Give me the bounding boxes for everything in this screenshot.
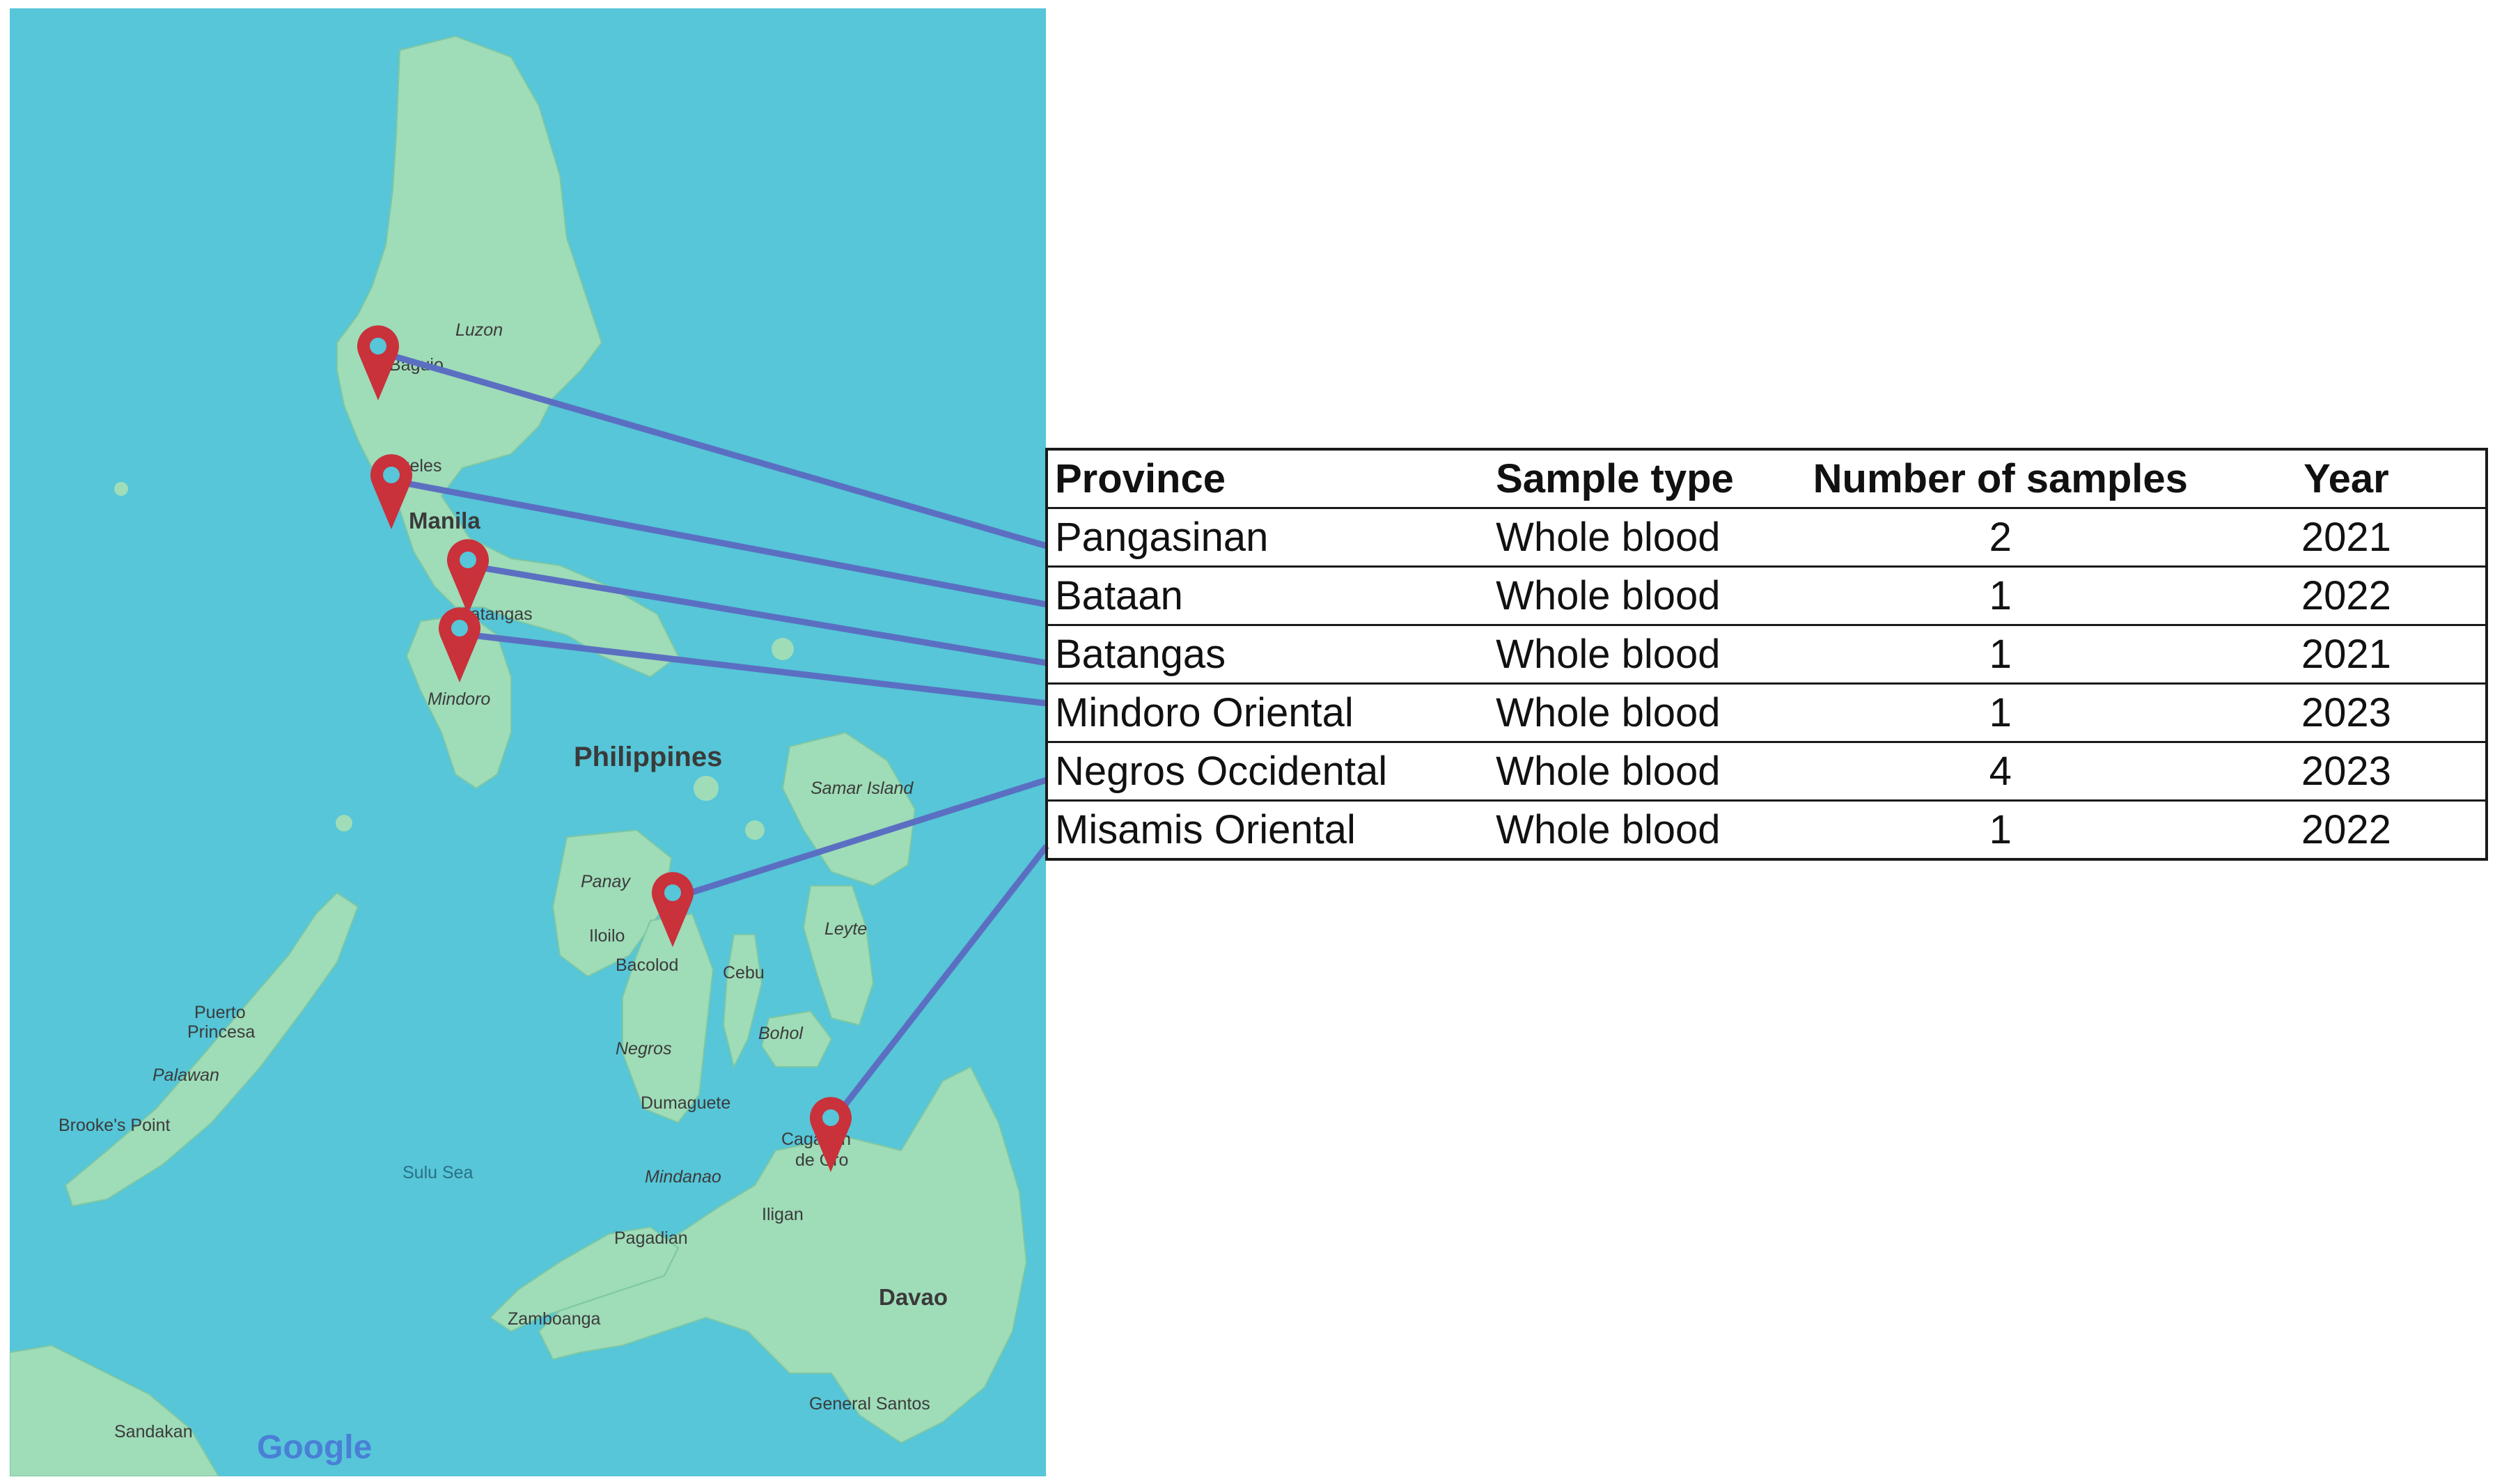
header-year: Year bbox=[2207, 448, 2487, 509]
label-iligan: Iligan bbox=[762, 1205, 804, 1224]
label-brookes-point: Brooke's Point bbox=[58, 1116, 170, 1135]
cell-number: 1 bbox=[1793, 624, 2207, 685]
header-province: Province bbox=[1047, 448, 1492, 509]
table-row: Misamis Oriental Whole blood 1 2022 bbox=[1047, 799, 2487, 861]
label-sandakan: Sandakan bbox=[114, 1422, 193, 1442]
label-cebu: Cebu bbox=[723, 963, 765, 983]
philippines-map: Luzon Baguio Angeles Manila Batangas Min… bbox=[10, 8, 1046, 1476]
cell-sample-type: Whole blood bbox=[1492, 565, 1794, 626]
cell-year: 2023 bbox=[2207, 741, 2487, 802]
header-number-of-samples: Number of samples bbox=[1793, 448, 2207, 509]
cell-province: Bataan bbox=[1047, 565, 1492, 626]
cell-province: Misamis Oriental bbox=[1047, 799, 1492, 861]
label-leyte: Leyte bbox=[824, 919, 867, 939]
label-philippines: Philippines bbox=[574, 742, 722, 772]
zamboanga-peninsula bbox=[489, 1226, 680, 1333]
label-bacolod: Bacolod bbox=[616, 955, 678, 975]
label-bohol: Bohol bbox=[758, 1024, 804, 1043]
label-dumaguete: Dumaguete bbox=[641, 1093, 730, 1113]
table-row: Pangasinan Whole blood 2 2021 bbox=[1047, 507, 2487, 568]
cell-province: Negros Occidental bbox=[1047, 741, 1492, 802]
cell-sample-type: Whole blood bbox=[1492, 624, 1794, 685]
label-angeles: Angeles bbox=[379, 456, 441, 476]
table-row: Bataan Whole blood 1 2022 bbox=[1047, 565, 2487, 626]
borneo-coast bbox=[10, 1344, 220, 1476]
cell-province: Batangas bbox=[1047, 624, 1492, 685]
small-island bbox=[772, 638, 794, 660]
label-manila: Manila bbox=[409, 508, 480, 533]
small-island bbox=[694, 776, 719, 801]
bohol-island bbox=[760, 1010, 833, 1068]
cell-number: 2 bbox=[1793, 507, 2207, 568]
cell-number: 1 bbox=[1793, 682, 2207, 743]
label-puerto: Puerto bbox=[194, 1003, 246, 1022]
cell-sample-type: Whole blood bbox=[1492, 741, 1794, 802]
label-baguio: Baguio bbox=[389, 355, 444, 375]
cell-sample-type: Whole blood bbox=[1492, 682, 1794, 743]
table-row: Mindoro Oriental Whole blood 1 2023 bbox=[1047, 682, 2487, 743]
table-row: Negros Occidental Whole blood 4 2023 bbox=[1047, 741, 2487, 802]
cebu-island bbox=[722, 934, 763, 1069]
label-sulu-sea: Sulu Sea bbox=[402, 1163, 474, 1182]
label-general-santos: General Santos bbox=[809, 1394, 930, 1414]
label-palawan: Palawan bbox=[152, 1065, 219, 1085]
panay-island bbox=[552, 829, 673, 978]
label-mindanao: Mindanao bbox=[645, 1167, 721, 1187]
cell-year: 2022 bbox=[2207, 799, 2487, 861]
label-mindoro: Mindoro bbox=[428, 689, 490, 709]
label-pagadian: Pagadian bbox=[614, 1228, 688, 1248]
label-batangas: Batangas bbox=[459, 604, 533, 624]
small-island bbox=[114, 482, 128, 496]
table-header-row: Province Sample type Number of samples Y… bbox=[1047, 448, 2487, 509]
cell-province: Pangasinan bbox=[1047, 507, 1492, 568]
cell-sample-type: Whole blood bbox=[1492, 507, 1794, 568]
table-row: Batangas Whole blood 1 2021 bbox=[1047, 624, 2487, 685]
small-island bbox=[745, 820, 765, 840]
label-davao: Davao bbox=[879, 1284, 948, 1310]
cell-number: 4 bbox=[1793, 741, 2207, 802]
label-iloilo: Iloilo bbox=[589, 926, 625, 946]
cell-sample-type: Whole blood bbox=[1492, 799, 1794, 861]
cell-year: 2021 bbox=[2207, 507, 2487, 568]
cell-province: Mindoro Oriental bbox=[1047, 682, 1492, 743]
cell-year: 2023 bbox=[2207, 682, 2487, 743]
label-luzon: Luzon bbox=[455, 320, 503, 340]
label-zamboanga: Zamboanga bbox=[508, 1309, 601, 1329]
label-panay: Panay bbox=[581, 872, 631, 891]
label-negros: Negros bbox=[616, 1039, 672, 1059]
palawan-island bbox=[64, 891, 359, 1208]
label-cagayan: Cagayan bbox=[781, 1130, 851, 1149]
google-logo: Google bbox=[257, 1429, 372, 1466]
cell-number: 1 bbox=[1793, 799, 2207, 861]
label-princesa: Princesa bbox=[187, 1022, 255, 1042]
sample-table: Province Sample type Number of samples Y… bbox=[1045, 448, 2488, 861]
negros-island bbox=[622, 912, 714, 1124]
header-sample-type: Sample type bbox=[1492, 448, 1794, 509]
cell-year: 2021 bbox=[2207, 624, 2487, 685]
label-samar: Samar Island bbox=[811, 779, 914, 798]
label-de-oro: de Oro bbox=[795, 1150, 848, 1170]
cell-year: 2022 bbox=[2207, 565, 2487, 626]
small-island bbox=[336, 815, 352, 831]
cell-number: 1 bbox=[1793, 565, 2207, 626]
map-panel[interactable]: Luzon Baguio Angeles Manila Batangas Min… bbox=[10, 8, 1046, 1476]
